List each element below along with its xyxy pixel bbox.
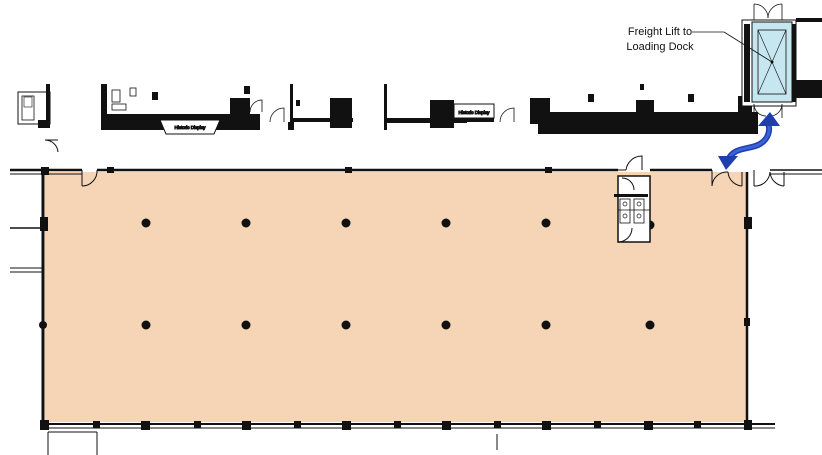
restroom-block bbox=[614, 155, 651, 243]
column bbox=[341, 218, 351, 228]
column bbox=[645, 320, 655, 330]
column bbox=[441, 320, 451, 330]
column bbox=[441, 218, 451, 228]
historic-display-label-left: Historic Display bbox=[174, 125, 206, 130]
column bbox=[541, 320, 551, 330]
curved-double-arrow-icon bbox=[718, 112, 780, 170]
perimeter-columns bbox=[39, 167, 752, 430]
upper-wing: Historic Display Historic Display bbox=[17, 84, 758, 135]
column bbox=[141, 218, 151, 228]
column bbox=[541, 218, 551, 228]
historic-display-label-right: Historic Display bbox=[458, 110, 490, 115]
callout-line-2: Loading Dock bbox=[626, 41, 694, 53]
freight-lift-callout: Freight Lift to Loading Dock bbox=[626, 26, 773, 63]
callout-line-1: Freight Lift to bbox=[628, 26, 692, 38]
hall-doors bbox=[44, 139, 785, 187]
column bbox=[341, 320, 351, 330]
freight-lift[interactable] bbox=[741, 3, 822, 118]
column bbox=[141, 320, 151, 330]
column bbox=[241, 218, 251, 228]
column bbox=[241, 320, 251, 330]
